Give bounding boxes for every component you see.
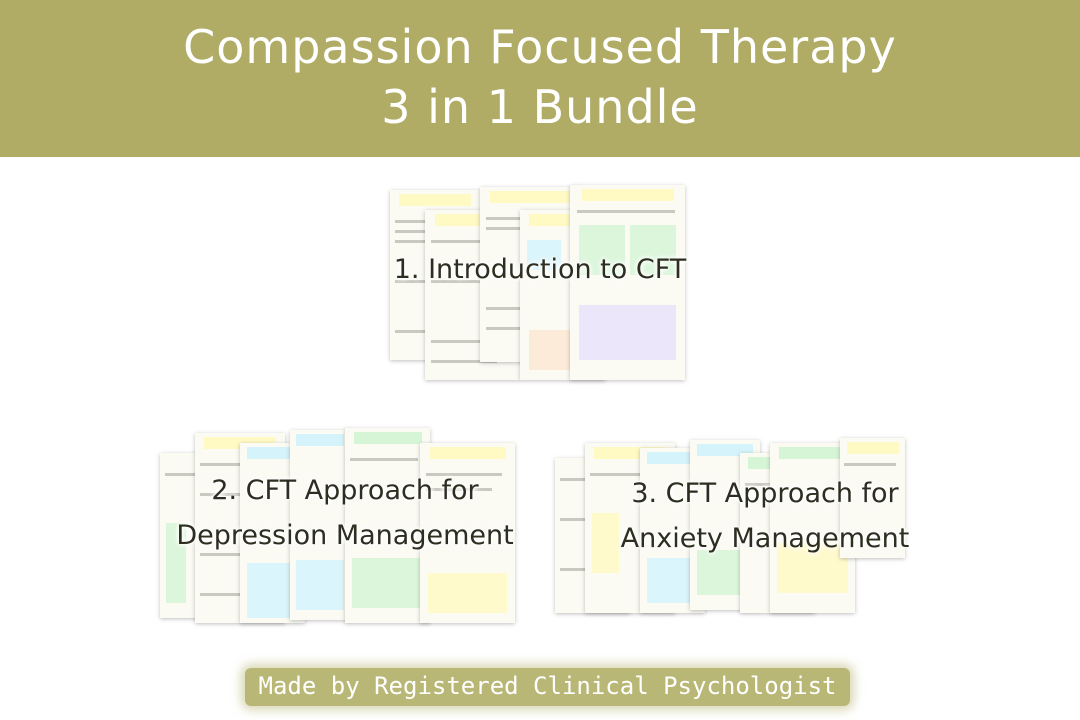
product-label-intro: 1. Introduction to CFT bbox=[393, 254, 687, 285]
worksheet-preview-anxiety bbox=[555, 438, 910, 618]
title-line-1: Compassion Focused Therapy bbox=[183, 20, 897, 74]
product-label-depression-line-2: Depression Management bbox=[176, 520, 514, 551]
worksheet-preview-depression bbox=[160, 428, 520, 628]
title-line-2: 3 in 1 Bundle bbox=[381, 80, 699, 134]
worksheet-preview-intro bbox=[385, 185, 695, 390]
product-label-anxiety-line-1: 3. CFT Approach for bbox=[631, 478, 899, 509]
worksheet-page bbox=[290, 430, 350, 620]
product-label-depression-line-1: 2. CFT Approach for bbox=[211, 475, 479, 506]
credential-banner: Made by Registered Clinical Psychologist bbox=[245, 668, 850, 706]
credential-text: Made by Registered Clinical Psychologist bbox=[258, 672, 837, 700]
header-band: Compassion Focused Therapy 3 in 1 Bundle bbox=[0, 0, 1080, 157]
product-label-anxiety-line-2: Anxiety Management bbox=[620, 523, 910, 554]
worksheet-page bbox=[840, 438, 905, 558]
worksheet-page bbox=[345, 428, 430, 623]
worksheet-page bbox=[420, 443, 515, 623]
worksheet-page bbox=[570, 185, 685, 380]
